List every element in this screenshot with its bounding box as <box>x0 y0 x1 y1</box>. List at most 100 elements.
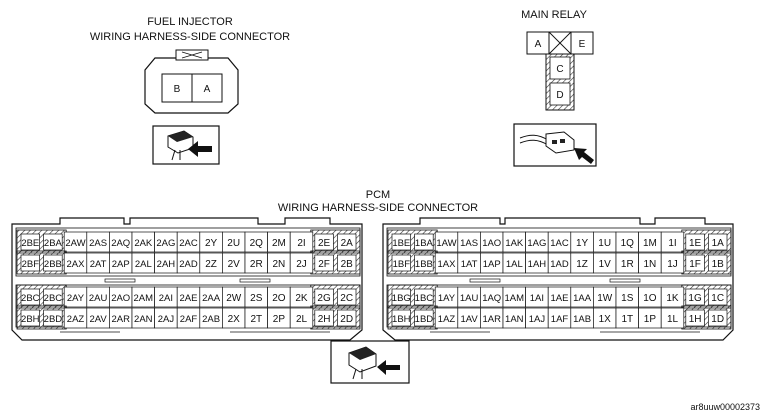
pcm-right-pin-label: 1AW <box>436 238 456 249</box>
pcm-left-pin-label: 2AN <box>134 314 153 325</box>
pcm-right-pin-label: 1AB <box>573 314 591 325</box>
pcm-left-pin-label: 2Y <box>205 238 218 249</box>
pcm-left-pin-label: 2T <box>250 314 262 325</box>
pcm-left-pin-cell <box>43 233 63 251</box>
pcm-right-pin-label: 1S <box>621 293 634 304</box>
pcm-right-pin-label: 1AH <box>528 259 547 270</box>
pcm-right-pin-label: 1T <box>621 314 633 325</box>
pcm-right-pin-label: 1Q <box>621 238 635 249</box>
pcm-right-pin-label: 1Y <box>576 238 589 249</box>
pcm-right-pin-cell <box>414 288 434 306</box>
pcm-left-pin-label: 2AE <box>180 293 198 304</box>
pcm-right-pin-cell <box>708 233 728 251</box>
pcm-left-pin-label: 2AF <box>180 314 198 325</box>
pcm-left-pin-label: 2BF <box>22 259 40 270</box>
pcm-right-pin-label: 1AE <box>551 293 569 304</box>
pcm-right-pin-label: 1U <box>598 238 611 249</box>
pcm-left-pin-cell <box>337 288 357 306</box>
pcm-left-pin-label: 2AZ <box>67 314 85 325</box>
pcm-left-pin-label: 2P <box>273 314 286 325</box>
pcm-right-pin-label: 1AR <box>482 314 501 325</box>
pcm-left-pin-label: 2C <box>340 293 353 304</box>
pcm-left-pin-label: 2BC <box>44 293 63 304</box>
pcm-right-pin-label: 1BH <box>392 314 411 325</box>
pcm-left-pin-label: 2BH <box>21 314 40 325</box>
pcm-left-pin-cell <box>20 233 40 251</box>
pcm-right-pin-label: 1BB <box>415 259 433 270</box>
pcm-right-pin-label: 1J <box>667 259 678 270</box>
pcm-right-pin-label: 1AO <box>482 238 501 249</box>
pcm-right-pin-cell <box>708 254 728 272</box>
pcm-left-pin-label: 2BD <box>44 314 63 325</box>
pcm-right-pin-cell <box>660 307 685 329</box>
pcm-left-pin-cell <box>20 254 40 272</box>
pcm-left-pin-label: 2AU <box>89 293 108 304</box>
pcm-right-pin-label: 1AX <box>438 259 457 270</box>
pcm-left-pin-label: 2X <box>228 314 241 325</box>
pcm-left-pin-label: 2BA <box>44 238 63 249</box>
pcm-right-pin-label: 1AG <box>527 238 546 249</box>
pcm-left-pin-label: 2S <box>250 293 263 304</box>
relay-pin-e: E <box>579 39 586 50</box>
connector-housing <box>144 57 239 114</box>
pcm-left-pin-label: 2AW <box>65 238 85 249</box>
pcm-right-pin-label: 1R <box>621 259 634 270</box>
probe-icon <box>330 340 410 384</box>
pcm-right-pin-label: 1B <box>712 259 725 270</box>
pcm-right-pin-label: 1AI <box>530 293 544 304</box>
pcm-right-pin-label: 1AA <box>573 293 592 304</box>
pcm-right-pin-label: 1AD <box>550 259 569 270</box>
pcm-left-pin-label: 2W <box>226 293 242 304</box>
pcm-right-pin-label: 1AN <box>505 314 524 325</box>
pcm-left-pin-cell <box>289 286 314 308</box>
pcm-right-pin-label: 1AQ <box>482 293 501 304</box>
probe-icon <box>513 123 597 167</box>
pcm-right-pin-label: 1AS <box>460 238 478 249</box>
pcm-right-pin-label: 1BA <box>415 238 434 249</box>
pcm-right-pin-label: 1P <box>644 314 657 325</box>
fuel-injector-title: FUEL INJECTOR <box>147 16 233 28</box>
pcm-left-pin-label: 2L <box>296 314 308 325</box>
pcm-left-pin-label: 2AD <box>179 259 198 270</box>
probe-icon <box>152 125 220 165</box>
pcm-left-pin-cell <box>337 233 357 251</box>
pcm-right-pin-cell <box>685 254 705 272</box>
pcm-left-pin-label: 2AK <box>134 238 153 249</box>
pcm-right-pin-label: 1F <box>689 259 701 270</box>
pcm-right-pin-label: 1AF <box>551 314 569 325</box>
pcm-right-pin-cell <box>391 233 411 251</box>
pcm-left-pin-cell <box>314 309 334 327</box>
pcm-right-pin-cell <box>685 288 705 306</box>
pcm-left-pin-cell <box>289 231 314 253</box>
pcm-left-pin-label: 2U <box>227 238 240 249</box>
pcm-right-pin-label: 1N <box>644 259 657 270</box>
pcm-left-pin-label: 2AL <box>135 259 152 270</box>
reference-code: ar8uuw00002373 <box>690 402 760 412</box>
pcm-left-pin-label: 2AM <box>134 293 154 304</box>
pcm-left-pin-label: 2Q <box>250 238 264 249</box>
pcm-right-pin-label: 1AU <box>460 293 479 304</box>
pcm-left-pin-label: 2Z <box>205 259 217 270</box>
pcm-right-pin-label: 1AC <box>550 238 569 249</box>
pcm-right-pin-label: 1E <box>689 238 702 249</box>
pcm-left-pin-cell <box>20 309 40 327</box>
pcm-right-pin-label: 1Z <box>576 259 588 270</box>
pcm-right-pin-cell <box>660 286 685 308</box>
pcm-right-pin-label: 1L <box>667 314 679 325</box>
pcm-left-pin-cell <box>337 309 357 327</box>
pcm-left-pin-cell <box>314 288 334 306</box>
pcm-left-pin-label: 2I <box>297 238 305 249</box>
pcm-left-pin-label: 2B <box>341 259 354 270</box>
pcm-left-pin-label: 2M <box>272 238 286 249</box>
pcm-right-pin-cell <box>660 231 685 253</box>
pcm-left-pin-label: 2AQ <box>111 238 130 249</box>
pcm-right-pin-label: 1M <box>643 238 657 249</box>
pcm-left-pin-label: 2AG <box>156 238 175 249</box>
pcm-left-pin-label: 2A <box>341 238 354 249</box>
pcm-left-pin-label: 2J <box>296 259 307 270</box>
pcm-right-pin-label: 1BD <box>415 314 434 325</box>
pcm-right-pin-cell <box>391 288 411 306</box>
pcm-title: PCM <box>366 189 390 201</box>
pcm-right-pin-cell <box>414 254 434 272</box>
